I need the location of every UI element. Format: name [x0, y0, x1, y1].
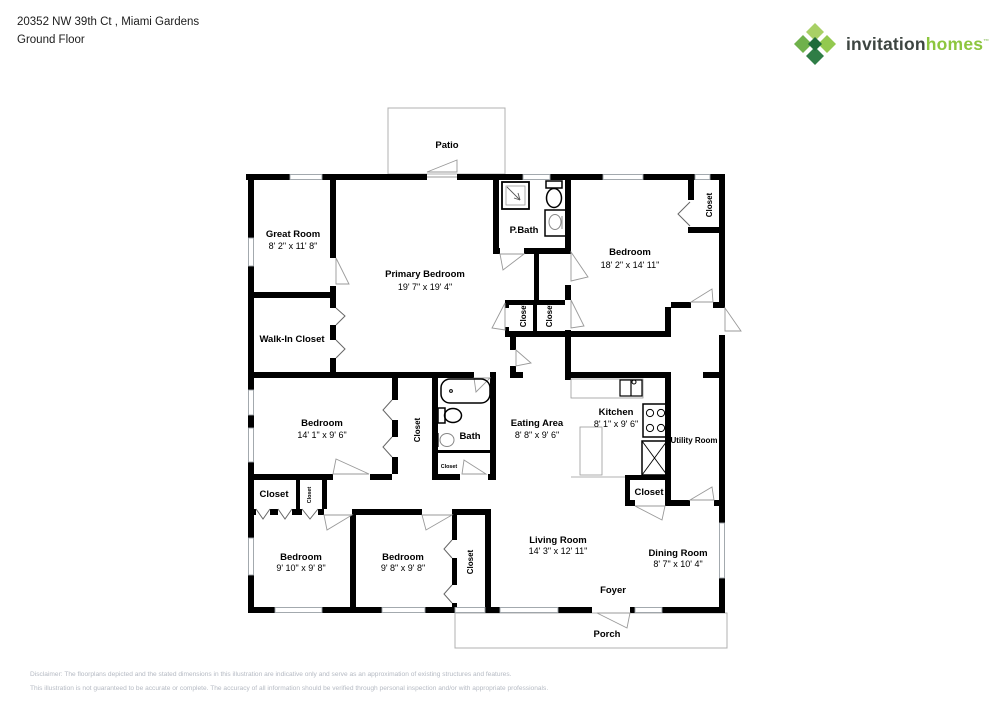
toilet-icon-bath — [437, 407, 463, 424]
bedroom-bl-door-swing — [323, 514, 354, 531]
bedroom-tr-door-swing — [570, 250, 589, 282]
disclaimer-line-1: Disclaimer: The floorplans depicted and … — [30, 671, 512, 678]
porch-outline — [454, 612, 728, 649]
bedroom-bm-dims: 9' 8" x 9' 8" — [381, 563, 425, 573]
bifold-doors — [255, 201, 691, 604]
primary-bedroom-label: Primary Bedroom — [385, 269, 465, 280]
bedroom-bm-door-swing — [421, 514, 454, 531]
bedroom-ml-dims: 14' 1" x 9' 6" — [297, 430, 346, 440]
invitation-homes-diamond-icon — [794, 23, 836, 65]
bedroom-ml-label: Bedroom — [301, 418, 343, 429]
pbath-label: P.Bath — [510, 225, 539, 236]
dining-room-dims: 8' 7" x 10' 4" — [653, 559, 702, 569]
shower-icon — [501, 181, 530, 210]
invitation-homes-logo: invitationhomes™ — [791, 20, 989, 68]
hall-closet-label: Closet — [634, 487, 664, 498]
bedroom-bm-label: Bedroom — [382, 552, 424, 563]
walk-in-closet-label: Walk-In Closet — [259, 334, 325, 345]
closet-left-door-swing — [491, 302, 506, 331]
trademark-symbol: ™ — [983, 38, 990, 45]
eating-area-dims: 8' 8" x 9' 6" — [515, 430, 559, 440]
great-room-door-swing — [335, 257, 350, 285]
kitchen-label: Kitchen — [599, 407, 634, 418]
side-exterior-door-swing — [724, 306, 742, 332]
bathtub-icon — [440, 378, 491, 404]
foyer-label: Foyer — [600, 585, 626, 596]
front-door-swing — [596, 612, 631, 629]
logo-word-homes: homes — [925, 33, 984, 54]
logo-wordmark: invitationhomes™ — [846, 34, 989, 55]
disclaimer: Disclaimer: The floorplans depicted and … — [30, 668, 548, 695]
bath-corridor-door-swing — [461, 459, 488, 475]
bedroom-bl-dims: 9' 10" x 9' 8" — [276, 563, 325, 573]
living-room-label: Living Room — [529, 535, 587, 546]
bedroom-tr-rear-door-swing — [689, 288, 714, 303]
utility-door-swing — [688, 486, 715, 501]
bedroom-tr-dims: 18' 2" x 14' 11" — [601, 260, 660, 270]
closet-ml-label: Closet — [413, 417, 422, 442]
closet-bl-small-label: Closet — [307, 487, 313, 504]
kitchen-sink-icon — [619, 379, 643, 397]
patio-label: Patio — [435, 140, 458, 151]
patio-outline — [387, 107, 506, 175]
closet-tr-door — [677, 201, 691, 227]
pbath-door-swing — [499, 253, 526, 271]
dining-room-label: Dining Room — [648, 548, 707, 559]
closet-pair-right-label: Closet — [545, 302, 554, 327]
hall-door-swing — [515, 349, 532, 367]
hall-closet-door-swing — [634, 505, 666, 521]
patio-door-swing — [426, 159, 458, 173]
porch-label: Porch — [594, 629, 621, 640]
great-room-label: Great Room — [266, 229, 320, 240]
bath-label: Bath — [459, 431, 480, 442]
door-swings — [323, 159, 742, 629]
great-room-dims: 8' 2" x 11' 8" — [269, 241, 318, 251]
eating-area-label: Eating Area — [511, 418, 564, 429]
floor-label: Ground Floor — [17, 34, 85, 46]
water-heater-icon — [641, 440, 668, 476]
bath-closet-label: Closet — [441, 464, 458, 470]
closet-tr-label: Closet — [705, 192, 714, 217]
sink-icon-pbath — [544, 209, 569, 237]
header: 20352 NW 39th Ct , Miami Gardens Ground … — [17, 13, 199, 49]
bath-north-door-swing — [473, 377, 492, 393]
address-line: 20352 NW 39th Ct , Miami Gardens — [17, 16, 200, 28]
sink-icon-bath — [437, 433, 455, 447]
closet-pair-left-label: Closet — [519, 302, 528, 327]
logo-word-invitation: invitation — [846, 33, 926, 54]
room-labels: Patio Great Room 8' 2" x 11' 8" Primary … — [259, 140, 717, 640]
primary-bedroom-dims: 19' 7" x 19' 4" — [398, 282, 452, 292]
bedroom-bl-label: Bedroom — [280, 552, 322, 563]
living-room-dims: 14' 3" x 12' 11" — [529, 546, 588, 556]
closet-bm-label: Closet — [466, 549, 475, 574]
windows — [248, 174, 725, 613]
stove-icon — [642, 403, 668, 438]
kitchen-counter — [570, 378, 644, 478]
closet-bl-label: Closet — [259, 489, 289, 500]
bedroom-ml-door-swing — [332, 458, 370, 475]
closet-right-door-swing — [570, 299, 585, 329]
walls — [246, 174, 725, 613]
bedroom-tr-label: Bedroom — [609, 247, 651, 258]
kitchen-dims: 8' 1" x 9' 6" — [594, 419, 638, 429]
toilet-icon-pbath — [545, 180, 563, 209]
disclaimer-line-2: This illustration is not guaranteed to b… — [30, 684, 549, 692]
fixtures — [437, 180, 668, 478]
utility-room-label: Utility Room — [670, 436, 717, 445]
